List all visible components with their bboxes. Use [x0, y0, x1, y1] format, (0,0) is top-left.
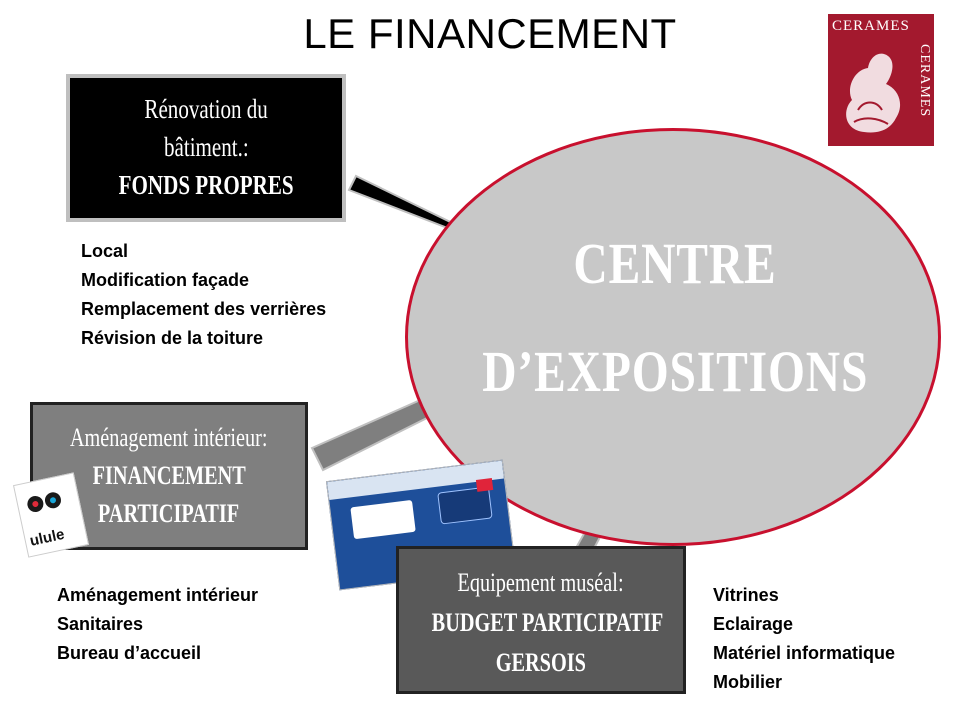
center-title-line2: D’EXPOSITIONS — [482, 339, 869, 404]
owl-eye-left-icon — [25, 494, 45, 514]
list-item: Sanitaires — [57, 614, 144, 634]
center-title-line1: CENTRE — [573, 231, 777, 296]
flyer-vote-badge — [475, 478, 494, 492]
box-amenagement-line2: FINANCEMENT — [92, 461, 246, 490]
list-item: Vitrines — [713, 585, 779, 605]
flyer-badge — [350, 499, 416, 540]
owl-eye-right-icon — [43, 490, 63, 510]
box-equipement-line2: BUDGET PARTICIPATIF — [431, 608, 664, 637]
box-renovation-line1: Rénovation du — [144, 94, 268, 124]
box-equipement-line3: GERSOIS — [495, 648, 587, 677]
list-item: Modification façade — [81, 270, 250, 290]
list-item: Remplacement des verrières — [81, 299, 327, 319]
sculpture-icon — [846, 53, 901, 133]
list-item: Matériel informatique — [713, 643, 896, 663]
ulule-logo-text: ulule — [28, 525, 67, 550]
list-amenagement: Aménagement intérieur Sanitaires Bureau … — [57, 581, 258, 668]
list-item: Local — [81, 241, 129, 261]
list-item: Révision de la toiture — [81, 328, 264, 348]
box-equipement-line1: Equipement muséal: — [457, 568, 625, 597]
list-renovation: Local Modification façade Remplacement d… — [81, 237, 326, 353]
box-amenagement-line3: PARTICIPATIF — [98, 499, 240, 528]
page-title: LE FINANCEMENT — [303, 10, 677, 57]
list-item: Eclairage — [713, 614, 794, 634]
list-equipement: Vitrines Eclairage Matériel informatique… — [713, 581, 895, 697]
box-renovation: Rénovation du bâtiment.: FONDS PROPRES — [66, 74, 346, 222]
logo-text-top: CERAMES — [832, 18, 910, 34]
list-item: Bureau d’accueil — [57, 643, 202, 663]
cerames-logo: CERAMES CERAMES — [828, 14, 934, 146]
box-renovation-line3: FONDS PROPRES — [118, 170, 294, 200]
box-equipement: Equipement muséal: BUDGET PARTICIPATIF G… — [396, 546, 686, 694]
list-item: Mobilier — [713, 672, 783, 692]
box-renovation-line2: bâtiment.: — [163, 132, 249, 162]
box-amenagement-line1: Aménagement intérieur: — [70, 423, 268, 452]
list-item: Aménagement intérieur — [57, 585, 259, 605]
flyer-lightbulb-icon — [437, 486, 493, 525]
logo-text-side: CERAMES — [917, 44, 932, 118]
